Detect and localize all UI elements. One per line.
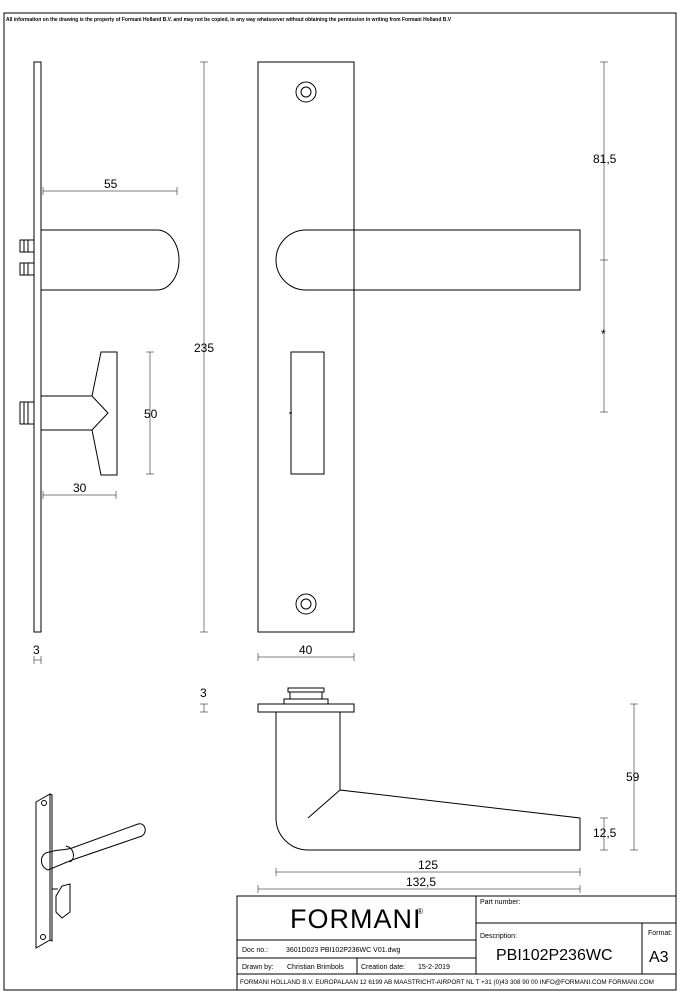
top-spindle-1 [287,687,325,693]
front-lever [275,229,581,291]
property-notice: All information on the drawing is the pr… [6,17,452,23]
description-value: PBI102P236WC [496,947,613,964]
doc-no-label: Doc no.: [242,947,268,954]
part-number-label: Part number: [480,899,521,906]
side-backplate [33,61,42,633]
top-view [257,687,581,851]
dim-3-side: 3 [33,643,40,657]
side-rose-spindle-upper-1 [19,239,35,253]
front-view [257,61,581,633]
dim-50: 50 [144,407,158,421]
title-block [236,895,677,991]
dim-12-5: 12,5 [593,826,617,840]
description-label: Description: [480,933,517,940]
side-lever [41,229,180,291]
side-rose-spindle-upper-2 [19,262,35,276]
screw-hole-top [295,81,317,103]
screw-hole-bottom [295,593,317,615]
dim-235: 235 [194,341,214,355]
iso-wc-turn [55,883,71,919]
sheet-border [3,12,677,991]
side-view [19,61,180,633]
brand-mark: ® [417,907,423,916]
dim-3-top: 3 [200,686,207,700]
top-backplate [257,703,355,713]
dim-30: 30 [73,481,87,495]
dim-59: 59 [626,770,640,784]
dim-132-5: 132,5 [406,875,436,889]
drawn-by-value: Christian Brimbols [287,964,344,971]
doc-no-value: 3601D023 PBI102P236WC V01.dwg [286,947,401,954]
side-turn-spindle [19,401,35,425]
side-dimensions [33,61,208,664]
isometric-view [35,793,146,949]
side-wc-turn [40,351,118,476]
footer-address: FORMANI HOLLAND B.V. EUROPALAAN 12 6199 … [240,979,654,986]
drawn-by-label: Drawn by: [242,964,274,971]
top-spindle-2 [289,691,323,700]
creation-date-value: 15-2-2019 [418,964,450,971]
front-dimensions [257,61,608,661]
dim-star: * [601,327,606,341]
dim-55: 55 [104,177,118,191]
dim-125: 125 [418,858,438,872]
dim-40: 40 [299,643,313,657]
iso-lever [41,823,146,871]
creation-date-label: Creation date: [361,964,405,971]
brand-logo: FORMANI [290,904,422,934]
top-dimensions [200,703,638,893]
top-spindle-3 [283,698,329,705]
front-backplate [257,61,355,633]
wc-slot [290,351,325,475]
dim-81-5: 81,5 [593,152,617,166]
format-label: Format: [648,930,672,937]
iso-backplate [35,793,51,949]
format-value: A3 [649,949,669,966]
top-lever [275,712,581,851]
